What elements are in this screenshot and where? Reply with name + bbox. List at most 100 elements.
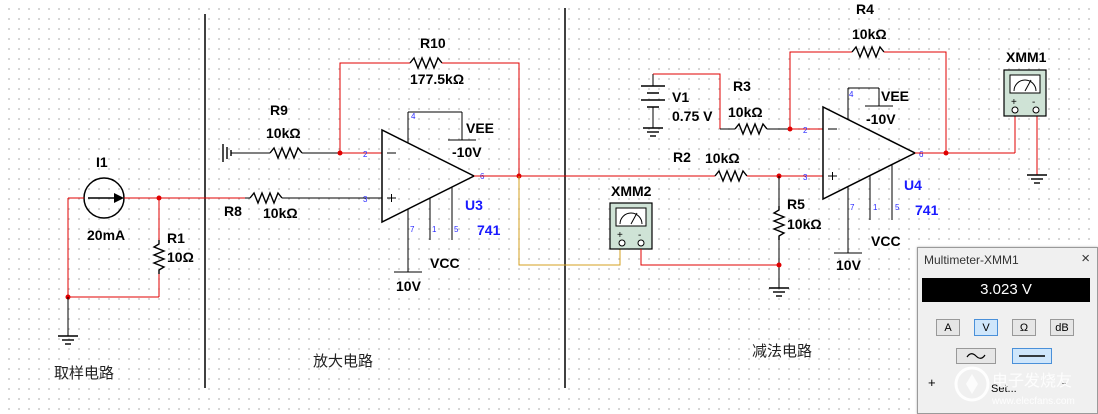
u3-pin3: 3 <box>363 195 368 204</box>
u4-vcc: VCC <box>871 233 901 249</box>
u3-vcc: VCC <box>430 255 460 271</box>
resistor-r2[interactable] <box>714 169 748 183</box>
multimeter-display: 3.023 V <box>922 278 1090 302</box>
probe-wire <box>518 176 621 266</box>
u4-vee: VEE <box>881 88 909 104</box>
u3-pin5: 5 <box>454 225 459 234</box>
r3-ref: R3 <box>733 78 751 94</box>
opamp-u3[interactable] <box>381 128 476 224</box>
u3-pin4: 4 <box>411 112 416 121</box>
u3-vee: VEE <box>466 120 494 136</box>
r10-ref: R10 <box>420 35 446 51</box>
ground-icon <box>58 335 78 345</box>
r8-ref: R8 <box>224 203 242 219</box>
u4-model: 741 <box>915 202 939 218</box>
ground-icon <box>1027 174 1047 184</box>
resistor-r3[interactable] <box>734 122 768 136</box>
section-title-subtraction: 减法电路 <box>752 342 812 360</box>
junction <box>943 150 949 156</box>
wire <box>653 73 721 129</box>
mode-volts-button[interactable]: V <box>974 319 998 336</box>
u3-pin1: 1 <box>432 225 437 234</box>
minus-terminal-label: - <box>1062 375 1067 390</box>
svg-text:+: + <box>617 230 623 241</box>
r5-ref: R5 <box>787 196 805 212</box>
wire <box>884 51 947 153</box>
opamp-u4[interactable] <box>822 105 917 201</box>
junction <box>776 262 782 268</box>
battery-v1[interactable] <box>641 85 665 108</box>
r4-value: 10kΩ <box>852 26 887 42</box>
resistor-r10[interactable] <box>409 56 443 70</box>
resistor-r8[interactable] <box>249 191 283 205</box>
wire <box>442 62 520 176</box>
multimeter-title: Multimeter-XMM1 <box>924 253 1019 267</box>
r1-value: 10Ω <box>167 249 194 265</box>
wire <box>789 51 852 129</box>
svg-text:-: - <box>638 230 641 241</box>
r9-ref: R9 <box>270 102 288 118</box>
r10-value: 177.5kΩ <box>410 71 464 87</box>
u3-pin2: 2 <box>363 150 368 159</box>
u4-pin1: 1 <box>873 203 878 212</box>
resistor-r4[interactable] <box>851 45 885 59</box>
r4-ref: R4 <box>856 1 874 17</box>
u3-ref: U3 <box>465 197 483 213</box>
mode-amps-button[interactable]: A <box>936 319 960 336</box>
dc-line-icon <box>1019 355 1045 357</box>
u3-pin7: 7 <box>410 225 415 234</box>
r1-ref: R1 <box>167 230 185 246</box>
r9-value: 10kΩ <box>266 125 301 141</box>
i1-ref: I1 <box>96 154 108 170</box>
ground-icon <box>222 144 232 162</box>
wire <box>640 249 780 266</box>
resistor-r1[interactable] <box>152 240 166 274</box>
current-source-i1[interactable] <box>83 177 125 219</box>
r2-ref: R2 <box>673 149 691 165</box>
section-title-sampling: 取样电路 <box>54 364 114 382</box>
wire <box>339 62 410 153</box>
u4-vcc-value: 10V <box>836 257 862 273</box>
v1-value: 0.75 V <box>672 108 713 124</box>
watermark-logo: 电子发烧友 www.elecfans.com <box>954 366 1075 407</box>
multimeter-xmm1-icon[interactable]: + - <box>1003 69 1047 117</box>
u4-pin7: 7 <box>850 203 855 212</box>
mode-ohms-button[interactable]: Ω <box>1012 319 1036 336</box>
xmm2-ref: XMM2 <box>611 183 652 199</box>
xmm1-ref: XMM1 <box>1006 49 1047 65</box>
close-icon[interactable]: × <box>1081 250 1090 267</box>
sine-wave-icon <box>966 353 986 359</box>
u4-vee-value: -10V <box>866 111 896 127</box>
ground-icon <box>769 287 789 297</box>
multimeter-xmm2-icon[interactable]: + - <box>609 202 653 250</box>
mode-db-button[interactable]: dB <box>1050 319 1074 336</box>
section-title-amplifier: 放大电路 <box>313 352 373 370</box>
resistor-r5[interactable] <box>772 206 786 240</box>
u4-pin5: 5 <box>895 203 900 212</box>
watermark-url: www.elecfans.com <box>991 396 1075 407</box>
u4-pin6: 6 <box>919 150 924 159</box>
u4-pin4: 4 <box>849 90 854 99</box>
plus-terminal-label: + <box>928 375 936 390</box>
u4-ref: U4 <box>904 177 922 193</box>
r5-value: 10kΩ <box>787 216 822 232</box>
ground-icon <box>643 127 663 137</box>
r8-value: 10kΩ <box>263 205 298 221</box>
settings-button[interactable]: Set... <box>991 383 1017 395</box>
u3-vee-value: -10V <box>452 144 482 160</box>
u4-pin3: 3 <box>803 173 808 182</box>
ac-mode-button[interactable] <box>956 348 996 364</box>
watermark-text: 电子发烧友 <box>992 371 1072 390</box>
v1-ref: V1 <box>672 89 689 105</box>
r2-value: 10kΩ <box>705 150 740 166</box>
u4-pin2: 2 <box>803 126 808 135</box>
svg-text:-: - <box>1032 97 1035 108</box>
dc-mode-button[interactable] <box>1012 348 1052 364</box>
resistor-r9[interactable] <box>269 146 303 160</box>
u3-model: 741 <box>477 222 501 238</box>
r3-value: 10kΩ <box>728 104 763 120</box>
multimeter-panel[interactable]: Multimeter-XMM1 × 3.023 V A V Ω dB + - S… <box>917 247 1098 414</box>
i1-value: 20mA <box>87 227 125 243</box>
